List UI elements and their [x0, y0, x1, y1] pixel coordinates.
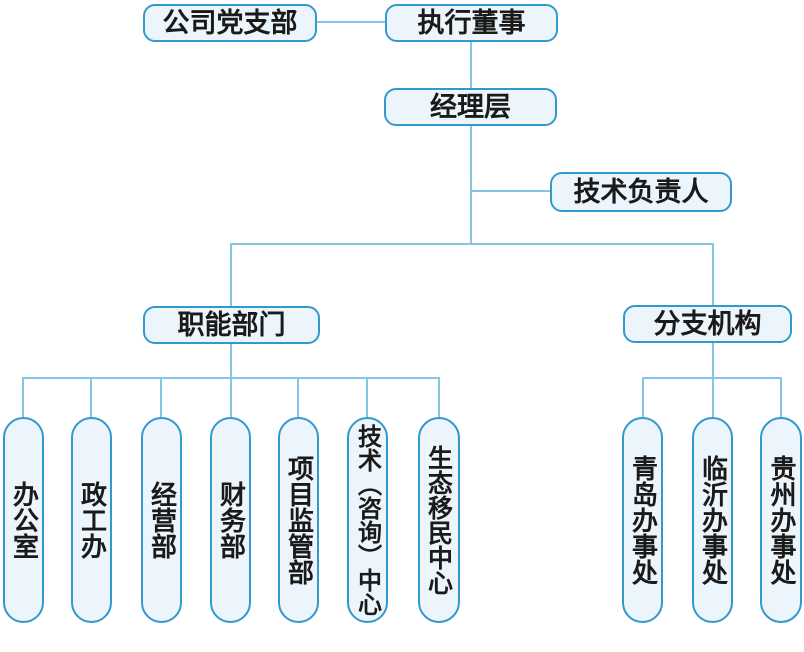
connector-dept-drop-3 — [160, 377, 162, 418]
connector-branch-drop-3 — [780, 377, 782, 418]
node-party-branch: 公司党支部 — [143, 4, 317, 42]
node-technical-lead: 技术负责人 — [550, 172, 732, 212]
department-pill-eco-migration-center: 生态移民中心 — [418, 417, 460, 623]
branch-pill-linyi: 临沂办事处 — [692, 417, 733, 623]
connector-drop-functional — [230, 243, 232, 307]
node-management-layer: 经理层 — [384, 88, 557, 126]
department-pill-political-work: 政工办 — [71, 417, 112, 623]
connector-dept-drop-4 — [230, 377, 232, 418]
department-pill-operations: 经营部 — [141, 417, 182, 623]
connector-branch-drop-1 — [642, 377, 644, 418]
department-pill-project-supervision: 项目监管部 — [278, 417, 319, 623]
branch-pill-qingdao: 青岛办事处 — [622, 417, 663, 623]
node-branch-offices: 分支机构 — [623, 305, 792, 343]
department-pill-technical-consulting-center: 技术（咨询）中心 — [347, 417, 388, 623]
department-pill-office: 办公室 — [3, 417, 44, 623]
connector-dept-drop-1 — [22, 377, 24, 418]
connector-dept-drop-2 — [90, 377, 92, 418]
connector-drop-branch — [712, 243, 714, 306]
connector-branch-drop-2 — [712, 377, 714, 418]
connector-branch-trunk — [712, 341, 714, 379]
connector-to-technical-lead — [471, 190, 551, 192]
connector-split-bar — [230, 243, 714, 245]
branch-pill-guizhou: 贵州办事处 — [760, 417, 802, 623]
node-executive-director: 执行董事 — [385, 4, 558, 42]
node-functional-departments: 职能部门 — [143, 306, 320, 344]
connector-director-to-management — [470, 40, 472, 89]
connector-functional-trunk — [230, 342, 232, 379]
connector-management-trunk — [470, 124, 472, 245]
connector-party-to-director — [317, 21, 385, 23]
connector-dept-drop-7 — [438, 377, 440, 418]
connector-dept-drop-6 — [366, 377, 368, 418]
connector-dept-drop-5 — [297, 377, 299, 418]
department-pill-finance: 财务部 — [210, 417, 251, 623]
